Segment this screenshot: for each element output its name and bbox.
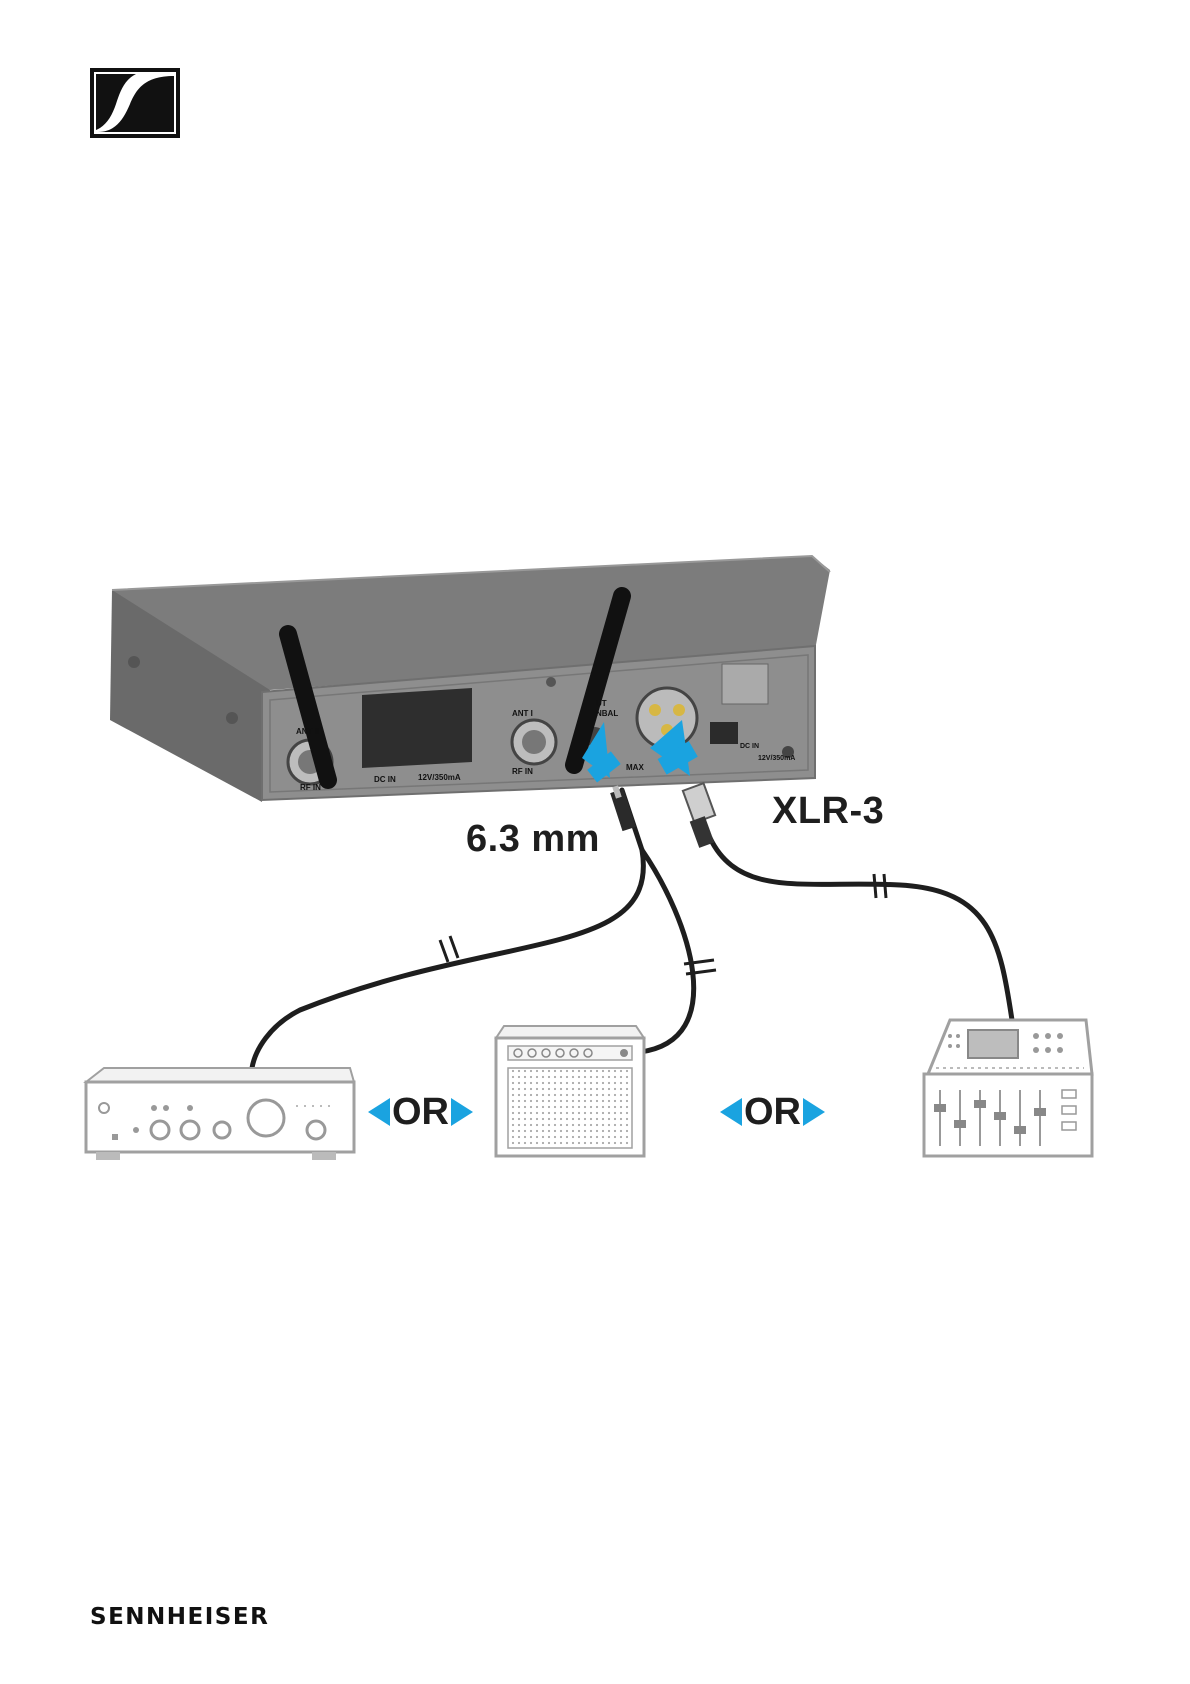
panel-label-power-right: 12V/350mA (758, 755, 795, 762)
jack-plug (610, 785, 636, 831)
right-arrow-icon (451, 1098, 473, 1126)
receiver-device: ANT II ANT I RF IN DC IN 12V/350mA RF IN… (110, 556, 830, 802)
right-arrow-icon (803, 1098, 825, 1126)
hifi-amplifier (86, 1068, 354, 1160)
xlr-connector-label: XLR-3 (772, 790, 884, 833)
or-text: OR (744, 1091, 801, 1134)
panel-label-dc-in-right: DC IN (740, 743, 759, 750)
left-arrow-icon (720, 1098, 742, 1126)
mixing-console (924, 1020, 1092, 1156)
panel-label-rf-in-left: RF IN (300, 783, 321, 792)
or-text: OR (392, 1091, 449, 1134)
panel-label-rf-in-right: RF IN (512, 767, 533, 776)
or-label-right: OR (720, 1090, 825, 1134)
jack-connector-label: 6.3 mm (466, 818, 600, 861)
panel-label-power-left: 12V/350mA (418, 773, 461, 782)
brand-wordmark: SENNHEISER (90, 1604, 269, 1630)
panel-label-af-out: UT (596, 699, 607, 708)
xlr-plug (683, 783, 715, 848)
panel-label-unbal: NBAL (596, 709, 618, 718)
panel-label-ant-ii: ANT II (296, 727, 319, 736)
or-label-left: OR (368, 1090, 473, 1134)
panel-label-max: MAX (626, 763, 644, 772)
guitar-amplifier (496, 1026, 644, 1156)
left-arrow-icon (368, 1098, 390, 1126)
panel-label-dc-in-left: DC IN (374, 775, 396, 784)
panel-label-ant-i: ANT I (512, 709, 533, 718)
